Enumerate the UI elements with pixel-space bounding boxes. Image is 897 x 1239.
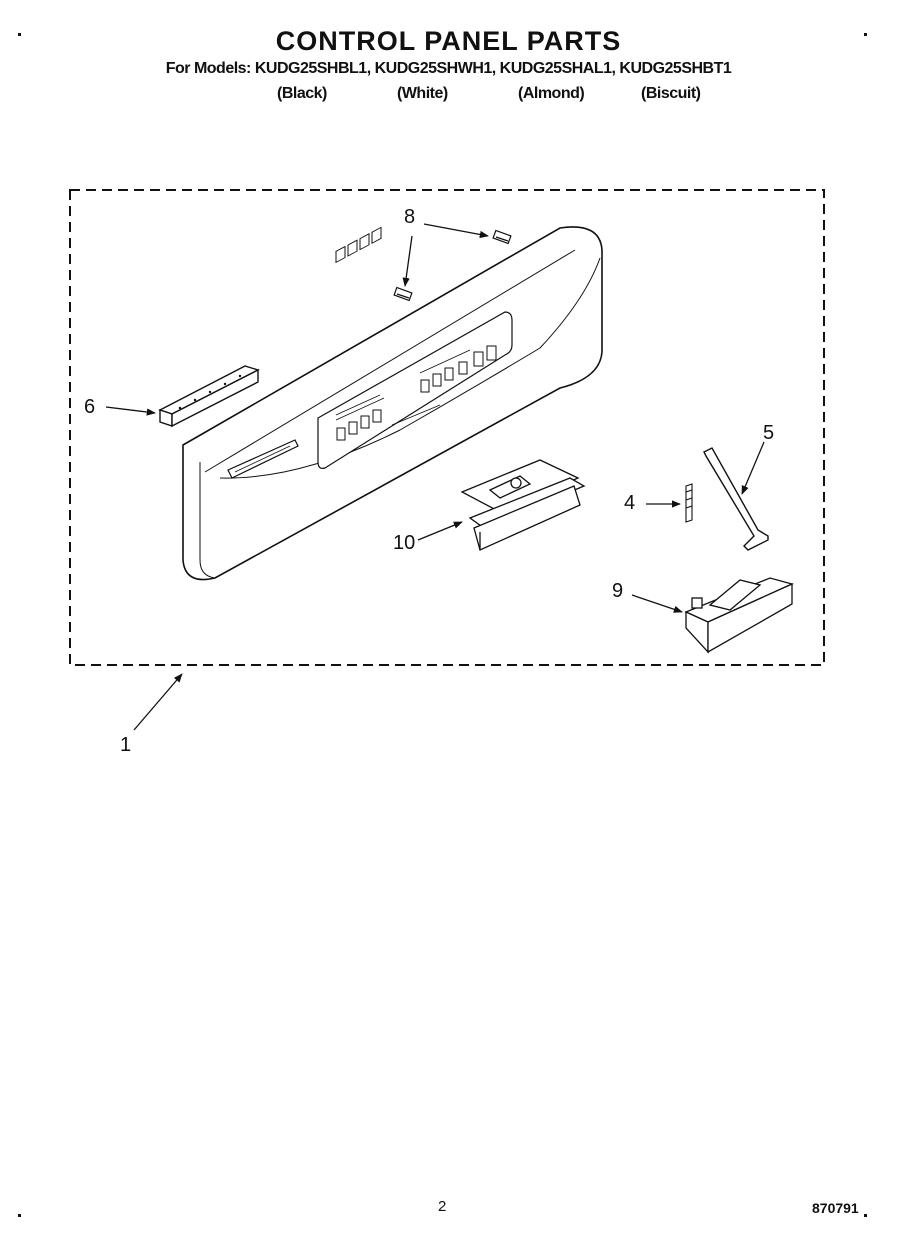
part-6-block	[158, 365, 260, 428]
callout-5: 5	[763, 422, 775, 444]
callout-4: 4	[624, 492, 636, 514]
page-number: 2	[438, 1198, 447, 1215]
page-title: CONTROL PANEL PARTS	[275, 26, 622, 56]
callout-9: 9	[612, 580, 624, 602]
corner-marks	[18, 33, 867, 1217]
document-number: 870791	[812, 1200, 859, 1216]
callout-6: 6	[84, 396, 96, 418]
callout-8: 8	[404, 206, 416, 228]
part-10-bracket	[460, 459, 586, 551]
callout-10: 10	[393, 532, 416, 554]
color-black: (Black)	[277, 85, 327, 102]
part-5-rod	[703, 447, 769, 551]
color-biscuit: (Biscuit)	[641, 85, 701, 102]
color-white: (White)	[397, 85, 448, 102]
control-panel-console	[182, 226, 603, 581]
part-4-clip	[685, 483, 693, 523]
part-9-latch	[684, 577, 794, 654]
leader-lines	[105, 223, 765, 731]
callout-1: 1	[120, 734, 132, 756]
models-line: For Models: KUDG25SHBL1, KUDG25SHWH1, KU…	[165, 60, 732, 77]
part-8-screws	[393, 229, 512, 302]
color-almond: (Almond)	[518, 85, 585, 102]
assembly-boundary	[69, 189, 825, 666]
